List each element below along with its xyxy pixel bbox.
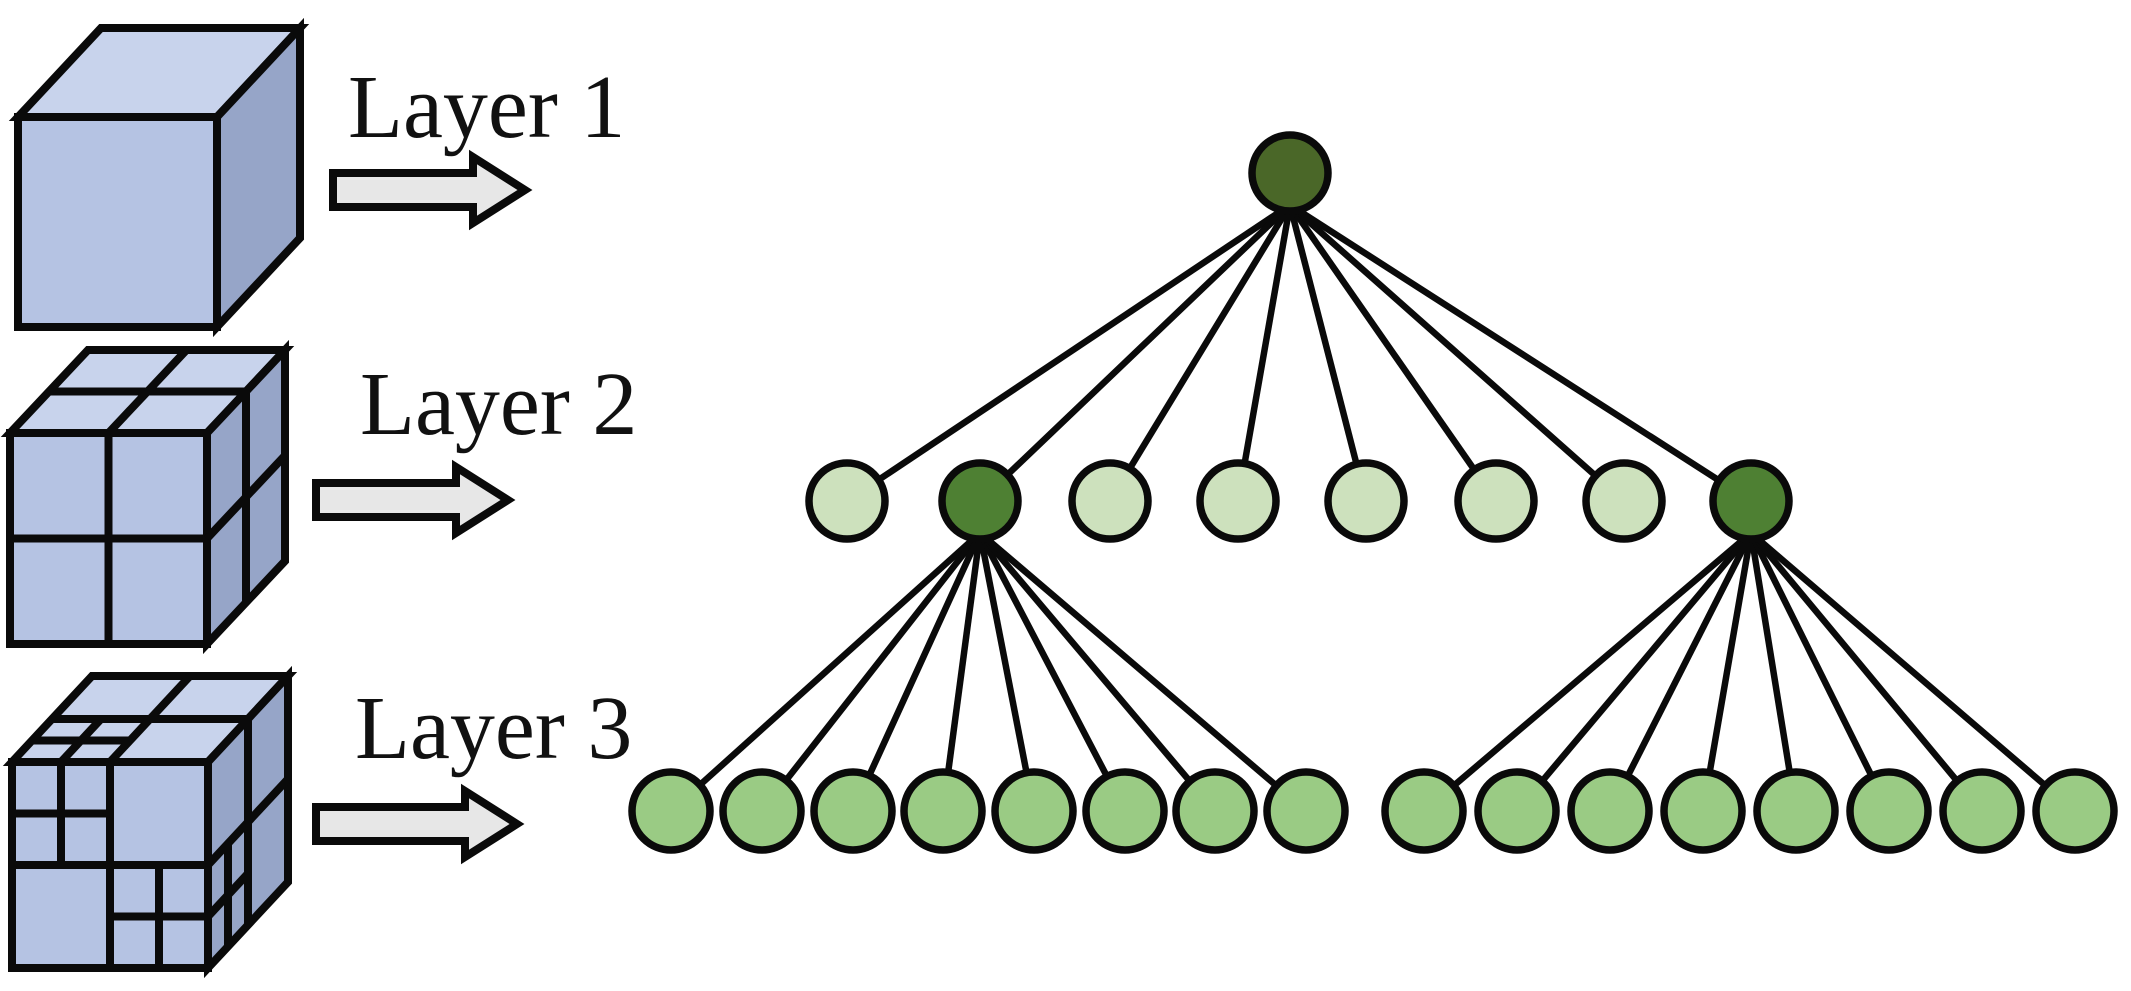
tree-edge-l1-l2 [1286, 204, 1370, 502]
tree-edge-l2-l3 [1421, 530, 1754, 814]
tree-layer2-node-light [805, 459, 889, 543]
layer-2-arrow-right-icon [312, 459, 516, 541]
tree-layer3-node [628, 768, 714, 854]
tree-edges [668, 202, 2078, 814]
tree-layer3-node [1474, 768, 1560, 854]
tree-layer3-node [900, 768, 986, 854]
tree-edge-l2-l3 [1748, 530, 1985, 814]
octree-tree [628, 131, 2118, 854]
layer-2-label: Layer 2 [360, 355, 637, 454]
layer-1-label: Layer 1 [348, 58, 625, 157]
cube-layer-1 [8, 17, 310, 338]
tree-edge-l1-l2 [845, 202, 1292, 504]
tree-layer2-node-dark [938, 459, 1022, 543]
tree-edge-l2-l3 [759, 530, 983, 814]
tree-edge-l1-l2 [1234, 204, 1294, 502]
tree-layer3-node [1939, 768, 2025, 854]
tree-edge-l2-l3 [977, 530, 1309, 814]
tree-layer3-node [719, 768, 805, 854]
tree-edge-l2-l3 [1699, 532, 1755, 812]
cube-layer-3 [2, 665, 298, 979]
tree-layer3-node [1753, 768, 1839, 854]
tree-edge-l2-l3 [668, 530, 983, 814]
tree-edge-l2-l3 [977, 531, 1128, 813]
cube-top-divider [105, 347, 190, 436]
tree-layer3-node [991, 768, 1077, 854]
tree-edge-l2-l3 [1607, 531, 1754, 813]
tree-edge-l2-l3 [1748, 530, 2078, 814]
tree-edge-l2-l3 [976, 532, 1038, 812]
tree-nodes [628, 131, 2118, 854]
layer-3-label: Layer 3 [355, 679, 632, 778]
tree-layer3-node [1082, 768, 1168, 854]
tree-layer2-node-light [1324, 459, 1408, 543]
cube-layer-2 [0, 339, 295, 655]
tree-edge-l2-l3 [850, 531, 983, 813]
tree-edge-l1-l2 [1287, 203, 1499, 503]
layer-labels: Layer 1 Layer 2 Layer 3 [348, 58, 637, 778]
tree-edge-l2-l3 [939, 532, 984, 812]
tree-layer3-node [1381, 768, 1467, 854]
tree-layer3-node [1172, 768, 1258, 854]
tree-layer3-node [1567, 768, 1653, 854]
tree-edge-l1-l2 [1288, 202, 1753, 504]
tree-edge-l2-l3 [977, 530, 1218, 814]
tree-root-node [1248, 131, 1332, 215]
tree-layer3-node [1846, 768, 1932, 854]
tree-edge-l2-l3 [1747, 532, 1800, 812]
tree-layer2-node-light [1068, 459, 1152, 543]
tree-layer2-node-light [1196, 459, 1280, 543]
layer-arrows [312, 149, 533, 865]
layer-1-arrow-right-icon [329, 149, 533, 231]
tree-edge-l1-l2 [977, 202, 1293, 504]
tree-layer2-node-light [1454, 459, 1538, 543]
layer-3-arrow-right-icon [312, 783, 525, 865]
tree-layer3-node [1660, 768, 1746, 854]
tree-layer3-node [2032, 768, 2118, 854]
octree-cubes [0, 17, 310, 979]
tree-edge-l2-l3 [1514, 530, 1754, 814]
tree-layer3-node [1263, 768, 1349, 854]
cube-top-subdivider [58, 716, 104, 765]
tree-edge-l2-l3 [1748, 531, 1892, 813]
tree-edge-l1-l2 [1107, 203, 1293, 503]
cube-top-divider [107, 673, 193, 765]
cube-front-face [14, 113, 221, 331]
tree-layer3-node [810, 768, 896, 854]
tree-edge-l1-l2 [1287, 202, 1627, 504]
tree-layer2-node-dark [1709, 459, 1793, 543]
tree-layer2-node-light [1582, 459, 1666, 543]
